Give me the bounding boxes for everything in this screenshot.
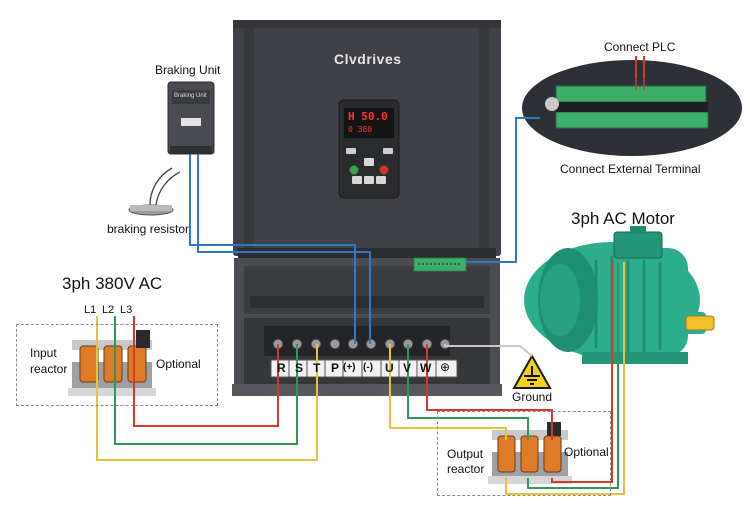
control-terminal-strip (413, 257, 467, 272)
power-terminal-posts (264, 326, 451, 356)
terminal-minus: (-) (363, 362, 373, 373)
wire-input-yellow (96, 316, 318, 461)
terminal-plus: (+) (343, 362, 356, 373)
connect-external-terminal-label: Connect External Terminal (560, 162, 701, 176)
display-line-1: H 50.0 (348, 110, 388, 123)
ground-warning-icon (512, 353, 552, 389)
terminal-v: V (403, 361, 412, 375)
wire-ground (444, 344, 533, 357)
braking-unit-device-label: Braking Unit (174, 93, 207, 99)
output-reactor-device (488, 422, 572, 484)
wire-input-green (114, 316, 298, 445)
braking-unit-label: Braking Unit (155, 63, 221, 77)
optional-output-label: Optional (564, 445, 609, 459)
terminal-p: P (331, 361, 340, 375)
phase-l3-label: L3 (120, 304, 133, 316)
motor-label: 3ph AC Motor (571, 209, 675, 228)
wire-motor-red (551, 262, 613, 483)
input-reactor-label-1: Input (30, 346, 57, 360)
brand-logo: Clvdrives (334, 51, 402, 67)
input-reactor-label-2: reactor (30, 362, 68, 376)
wire-input-red (133, 316, 279, 427)
wire-output-yellow (389, 344, 507, 440)
terminal-w: W (420, 361, 432, 375)
braking-resistor-device (128, 167, 181, 216)
wire-plc-blue (466, 117, 540, 263)
braking-resistor-label: braking resistor (107, 222, 190, 236)
wire-output-red (426, 344, 553, 440)
input-reactor-device (68, 330, 156, 396)
output-reactor-label-1: Output (447, 447, 484, 461)
terminal-u: U (385, 361, 394, 375)
output-reactor-label-2: reactor (447, 462, 485, 476)
power-source-label: 3ph 380V AC (62, 274, 163, 293)
terminal-ground: ⊕ (440, 360, 451, 374)
wire-braking-blue-2 (197, 154, 371, 344)
plc-terminal-block (522, 60, 742, 156)
wire-output-green (407, 344, 529, 440)
phase-l2-label: L2 (102, 304, 115, 316)
wire-braking-blue-1 (189, 154, 356, 344)
terminal-r: R (277, 361, 286, 375)
keypad-panel (338, 99, 400, 199)
ground-label: Ground (512, 390, 553, 404)
optional-input-label: Optional (156, 357, 201, 371)
display-line-2: 0 380 (348, 125, 373, 134)
connect-plc-label: Connect PLC (604, 40, 676, 54)
output-reactor-box (437, 411, 611, 496)
wires (96, 56, 645, 495)
braking-unit-device (167, 81, 215, 155)
wire-motor-green (527, 262, 619, 489)
terminal-t: T (313, 361, 321, 375)
wire-motor-yellow (505, 262, 625, 495)
phase-l1-label: L1 (84, 304, 97, 316)
terminal-s: S (295, 361, 304, 375)
input-reactor-box (16, 324, 218, 406)
